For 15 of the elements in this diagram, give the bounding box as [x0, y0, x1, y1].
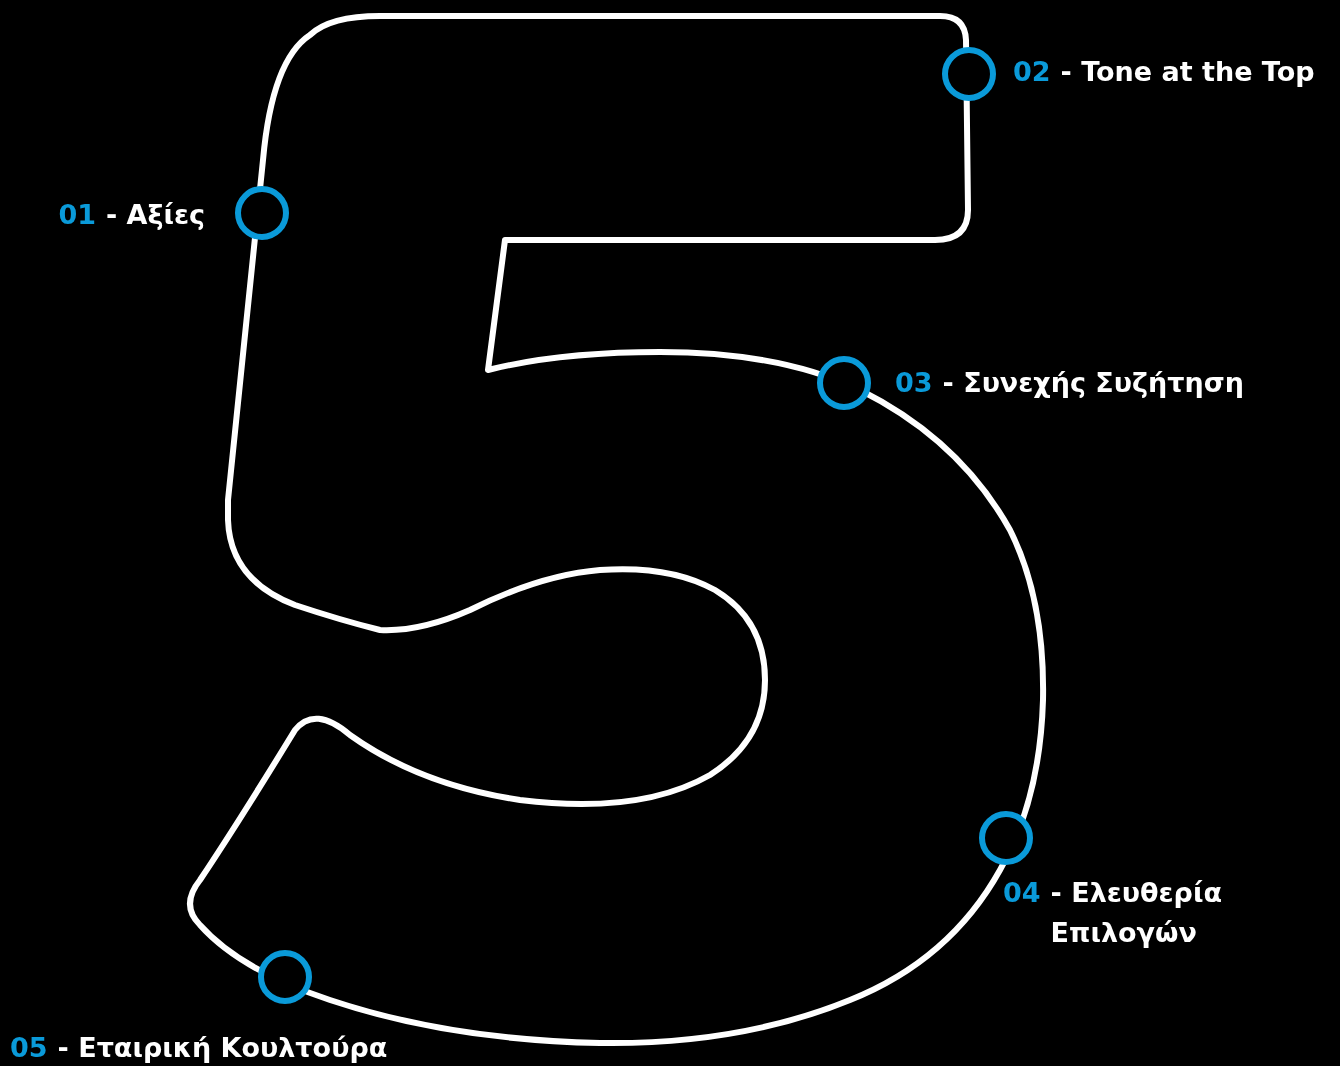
step-number: 03 [895, 366, 933, 400]
marker-circle [817, 356, 871, 410]
step-number: 04 [1003, 876, 1041, 910]
step-label: - Εταιρική Κουλτούρα [57, 1031, 388, 1065]
marker-circle [979, 811, 1033, 865]
step-label: - Tone at the Top [1060, 55, 1315, 89]
step-label: - Αξίες [106, 198, 205, 232]
marker-circle [258, 950, 312, 1004]
marker-circle [235, 186, 289, 240]
step-label: - Ελευθερία Επιλογών [1050, 876, 1223, 950]
step-number: 05 [10, 1031, 48, 1065]
marker-circle [942, 47, 996, 101]
step-number: 01 [58, 198, 96, 232]
step-label: - Συνεχής Συζήτηση [942, 366, 1244, 400]
step-number: 02 [1013, 55, 1051, 89]
